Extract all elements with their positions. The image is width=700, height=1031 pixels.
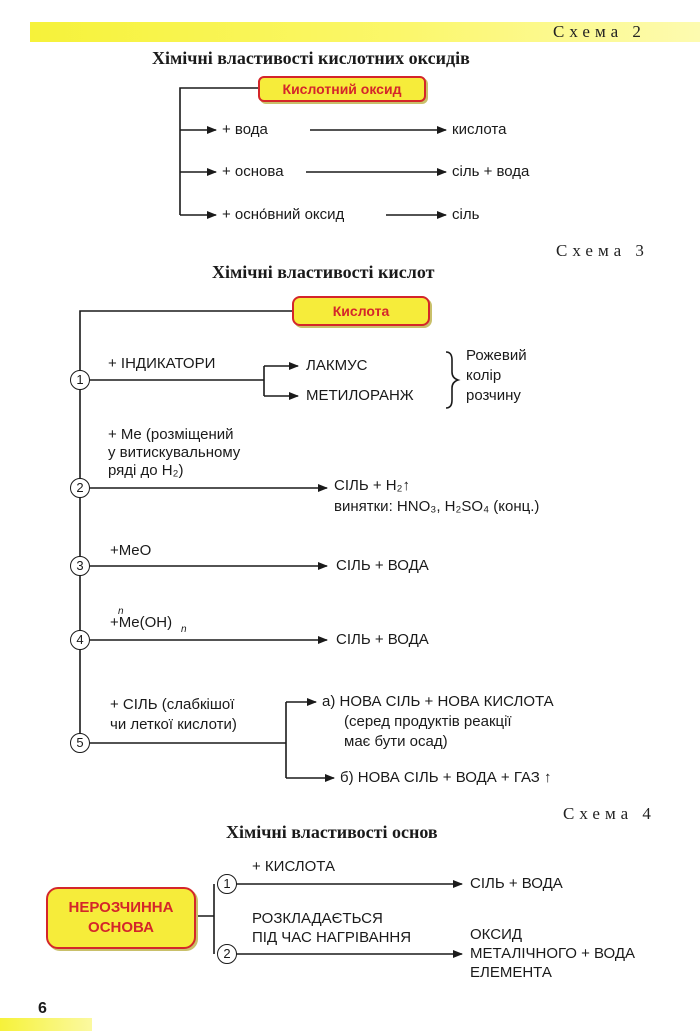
s3-r4-left-sub: n <box>181 624 187 635</box>
s2-row3-right: сіль <box>452 206 480 223</box>
s4-circle-2: 2 <box>217 944 237 964</box>
s3-circle-5: 5 <box>70 733 90 753</box>
s4-r1-right: СІЛЬ + ВОДА <box>470 875 563 892</box>
s2-row1-right: кислота <box>452 121 507 138</box>
schema3-label: Схема 3 <box>556 241 649 260</box>
s4-r2-right-2: МЕТАЛІЧНОГО + ВОДА <box>470 945 636 962</box>
s4-r1-left: + КИСЛОТА <box>252 858 335 875</box>
s4-r2-right-3: ЕЛЕМЕНТА <box>470 964 552 981</box>
s3-r1-left: + ІНДИКАТОРИ <box>108 355 216 372</box>
s2-row1-left: + вода <box>222 121 268 138</box>
schema4-label: Схема 4 <box>563 804 656 823</box>
s3-r5-a-2: (серед продуктів реакції <box>344 713 512 730</box>
s3-r5-left-2: чи леткої кислоти) <box>110 716 237 733</box>
s3-circle-2: 2 <box>70 478 90 498</box>
s3-r4-right: СІЛЬ + ВОДА <box>336 631 429 648</box>
s3-r1-note-3: розчину <box>466 387 521 404</box>
s3-r4-left: +Me(OH) <box>110 614 173 631</box>
s3-circle-1: 1 <box>70 370 90 390</box>
s3-r2-left-1: + Me (розміщений <box>108 426 234 443</box>
s3-r5-left-1: + СІЛЬ (слабкішої <box>110 696 235 713</box>
acid-oxide-box: Кислотний оксид <box>258 76 426 102</box>
page-number: 6 <box>38 1000 47 1017</box>
s3-r2-left-2: у витискувальному <box>108 444 241 461</box>
schema3-title: Хімічні властивості кислот <box>212 262 435 282</box>
s3-r2-right-1: СІЛЬ + H₂↑ <box>334 477 410 494</box>
insoluble-base-line-1: НЕРОЗЧИННА <box>68 899 174 916</box>
s2-row3-left: + осно́вний оксид <box>222 206 345 223</box>
s3-r3-right: СІЛЬ + ВОДА <box>336 557 429 574</box>
header-highlight-band <box>30 22 700 42</box>
s3-r5-a-1: а) НОВА СІЛЬ + НОВА КИСЛОТА <box>322 693 554 710</box>
s3-r4-left-sup: n <box>118 606 124 617</box>
s3-r1-litmus: ЛАКМУС <box>306 357 368 374</box>
footer-highlight-band <box>0 1018 92 1031</box>
s4-r2-left-1: РОЗКЛАДАЄТЬСЯ <box>252 910 383 927</box>
s4-r2-right-1: ОКСИД <box>470 926 523 943</box>
insoluble-base-box: НЕРОЗЧИННА ОСНОВА <box>46 887 196 949</box>
s2-row2-left: + основа <box>222 163 284 180</box>
s4-circle-1: 1 <box>217 874 237 894</box>
schema4-title: Хімічні властивості основ <box>226 822 438 842</box>
s3-r1-note-1: Рожевий <box>466 347 527 364</box>
s3-r3-left: +MeO <box>110 542 152 559</box>
schema2-label: Схема 2 <box>553 22 646 41</box>
s3-r2-left-3: ряді до H₂) <box>108 462 184 479</box>
s2-row2-right: сіль + вода <box>452 163 530 180</box>
acid-box: Кислота <box>292 296 430 326</box>
s3-circle-4: 4 <box>70 630 90 650</box>
s3-r5-b: б) НОВА СІЛЬ + ВОДА + ГАЗ ↑ <box>340 769 552 786</box>
s3-brace <box>445 351 461 409</box>
s3-r1-methyl-orange: МЕТИЛОРАНЖ <box>306 387 414 404</box>
s4-r2-left-2: ПІД ЧАС НАГРІВАННЯ <box>252 929 412 946</box>
insoluble-base-line-2: ОСНОВА <box>88 919 154 936</box>
s3-r5-a-3: має бути осад) <box>344 733 448 750</box>
schema2-title: Хімічні властивості кислотних оксидів <box>152 48 470 68</box>
s3-circle-3: 3 <box>70 556 90 576</box>
s3-r1-note-2: колір <box>466 367 502 384</box>
s2-trunk <box>179 87 258 215</box>
s3-r2-right-2: винятки: HNO₃, H₂SO₄ (конц.) <box>334 498 540 515</box>
s3-trunk <box>79 310 292 743</box>
